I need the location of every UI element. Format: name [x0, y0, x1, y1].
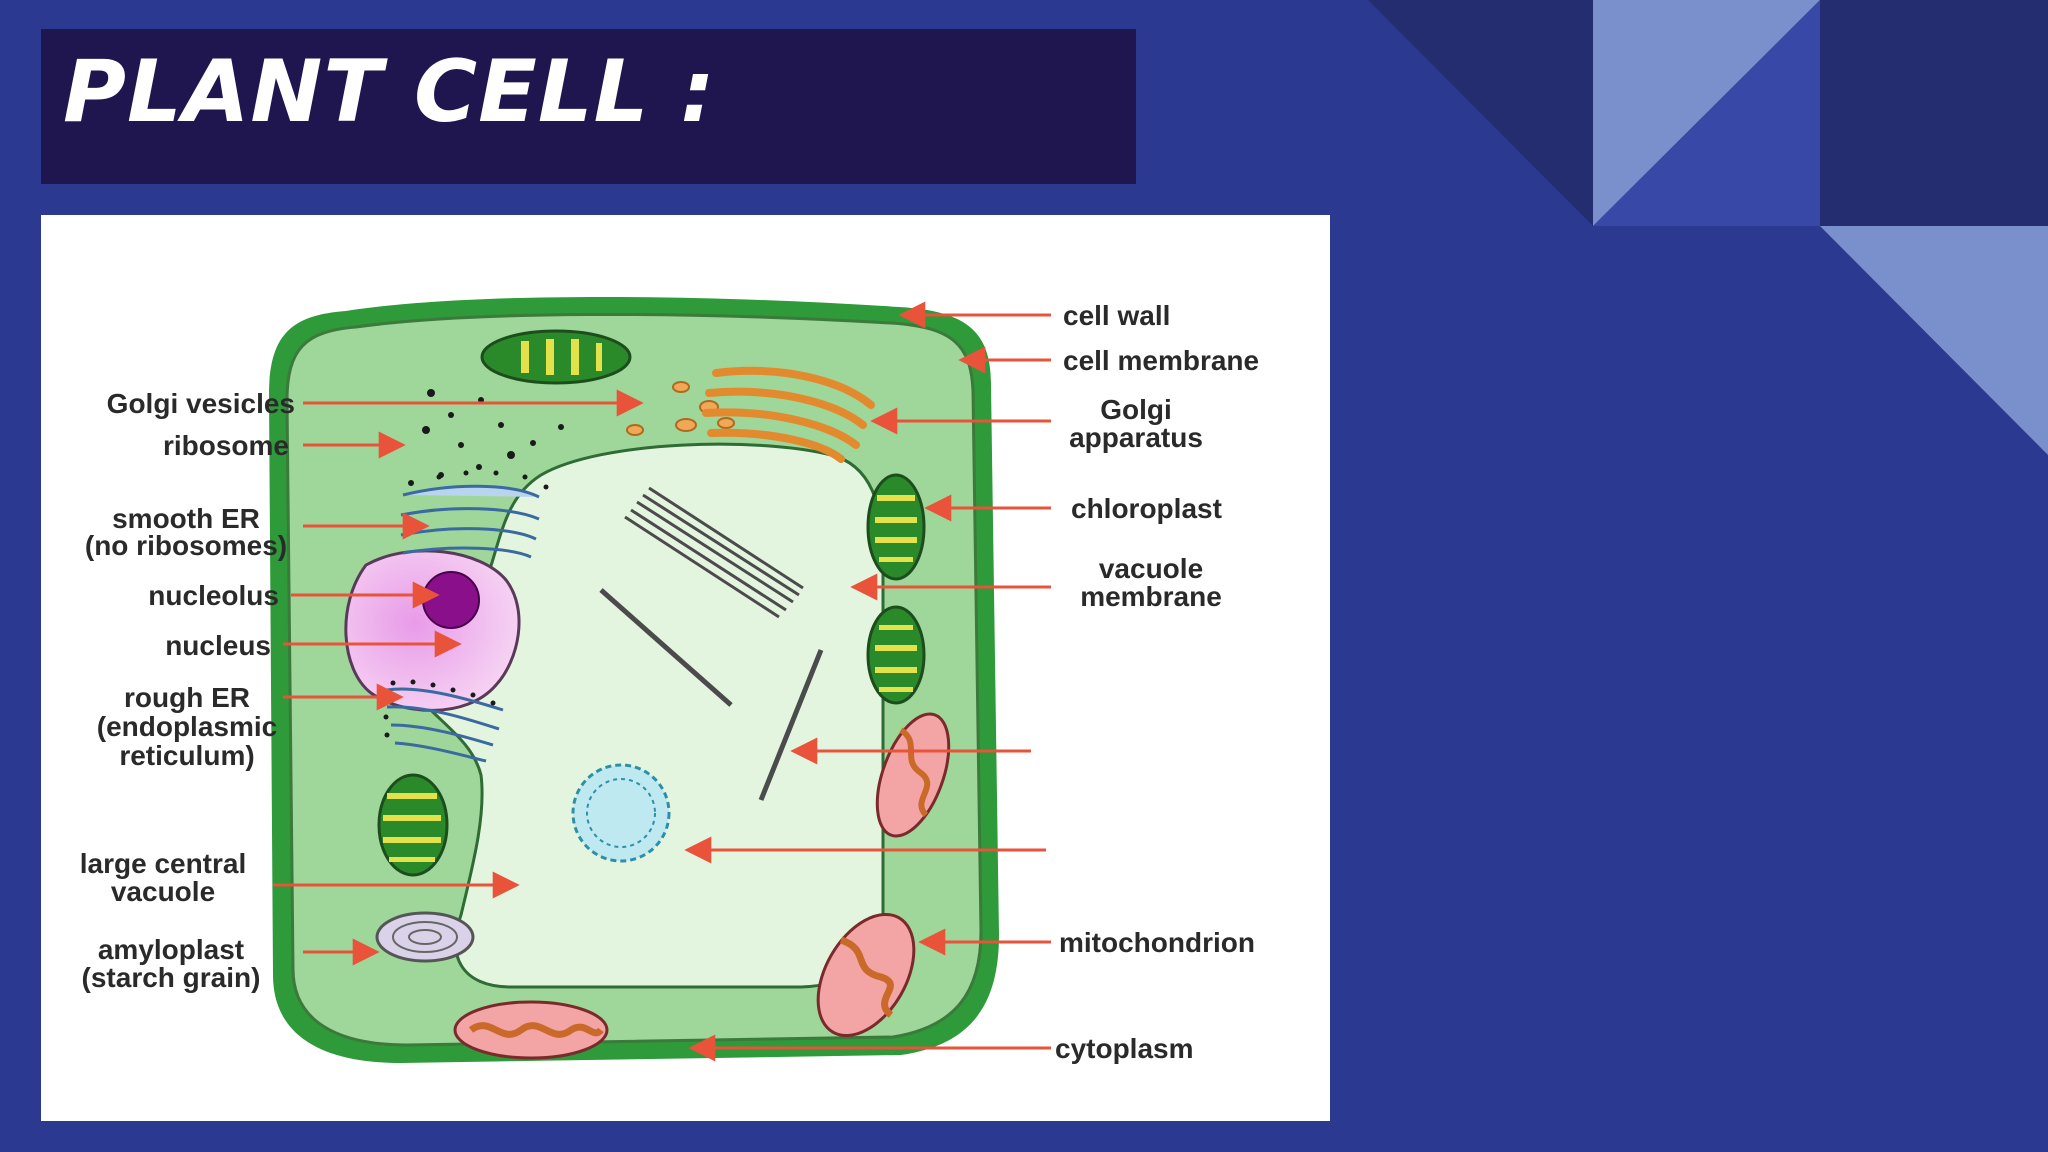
- label-vacuole-membrane-2: membrane: [1080, 581, 1222, 612]
- crystal-icon: [599, 486, 824, 801]
- label-large-central-vacuole-2: vacuole: [111, 876, 215, 907]
- chloroplast-icon: [866, 605, 926, 705]
- label-chloroplast: chloroplast: [1071, 493, 1222, 524]
- dark-triangle-top: [1368, 0, 1593, 226]
- label-arrows: [273, 301, 1051, 1062]
- ribosome-dots: [408, 389, 564, 490]
- label-smooth-er-note: (no ribosomes): [85, 530, 287, 561]
- label-amyloplast: amyloplast: [98, 934, 244, 965]
- crystal-ball-icon: [571, 763, 671, 863]
- label-rough-er-note-2: reticulum): [119, 740, 254, 771]
- nucleus-icon: [344, 549, 521, 712]
- mitochondrion-icon: [453, 1000, 609, 1060]
- golgi-apparatus-icon: [702, 366, 875, 463]
- label-rough-er-note-1: (endoplasmic: [97, 711, 277, 742]
- page-title: PLANT CELL :: [63, 42, 716, 142]
- label-golgi-vesicles: Golgi vesicles: [107, 388, 295, 419]
- label-vacuole-membrane: vacuole: [1099, 553, 1203, 584]
- mitochondrion-icon: [875, 712, 951, 838]
- label-mitochondrion: mitochondrion: [1059, 927, 1255, 958]
- mid-triangle: [1593, 0, 1820, 226]
- label-large-central-vacuole: large central: [80, 848, 247, 879]
- label-smooth-er: smooth ER: [112, 503, 260, 534]
- plant-cell-diagram: Golgi vesicles ribosome smooth ER (no ri…: [80, 296, 1259, 1064]
- label-ribosome: ribosome: [163, 430, 289, 461]
- label-cell-membrane: cell membrane: [1063, 345, 1259, 376]
- chloroplast-icon: [377, 773, 449, 877]
- label-golgi-apparatus: Golgi: [1100, 394, 1172, 425]
- chloroplast-icon: [866, 473, 926, 581]
- label-golgi-apparatus-2: apparatus: [1069, 422, 1203, 453]
- amyloplast-icon: [375, 911, 475, 963]
- mitochondrion-icon: [816, 912, 916, 1038]
- label-starch-grain: (starch grain): [82, 962, 261, 993]
- chloroplast-icon: [480, 329, 632, 385]
- title-bar: PLANT CELL :: [41, 29, 1136, 184]
- light-triangle-right: [1820, 226, 2048, 455]
- dark-block-right: [1820, 0, 2048, 226]
- label-cell-wall: cell wall: [1063, 300, 1170, 331]
- label-nucleolus: nucleolus: [148, 580, 279, 611]
- plant-cell-figure: Golgi vesicles ribosome smooth ER (no ri…: [41, 215, 1330, 1121]
- label-cytoplasm: cytoplasm: [1055, 1033, 1194, 1064]
- nucleolus: [422, 571, 480, 629]
- label-nucleus: nucleus: [165, 630, 271, 661]
- label-rough-er: rough ER: [124, 682, 250, 713]
